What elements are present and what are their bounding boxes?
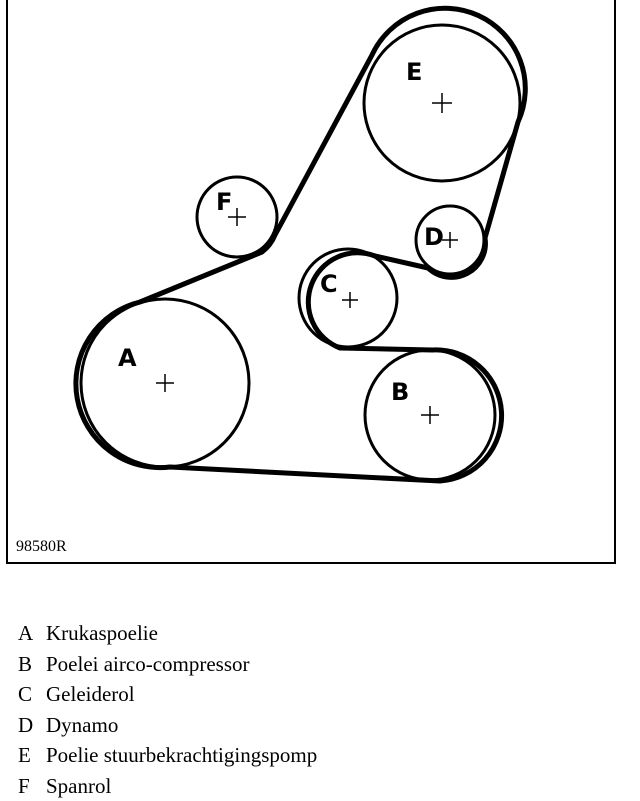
pulley-label-b: B [391, 378, 409, 406]
pulley-label-c: C [320, 270, 338, 298]
legend-text: Poelie stuurbekrachtigingspomp [46, 740, 317, 771]
legend-key: B [18, 649, 46, 680]
center-mark-d [442, 232, 458, 248]
figure-code: 98580R [16, 538, 67, 556]
center-mark-e [432, 93, 452, 113]
belt-routing-diagram: E F D C A B [0, 0, 640, 580]
pulley-label-a: A [118, 344, 137, 372]
center-mark-a [156, 374, 174, 392]
pulley-label-e: E [406, 58, 422, 86]
legend-text: Poelei airco-compressor [46, 649, 250, 680]
legend-key: A [18, 618, 46, 649]
legend-text: Spanrol [46, 771, 111, 801]
legend-text: Geleiderol [46, 679, 135, 710]
center-mark-b [421, 406, 439, 424]
pulley-label-f: F [216, 188, 232, 216]
pulley-c [299, 249, 397, 347]
legend-key: C [18, 679, 46, 710]
legend-key: E [18, 740, 46, 771]
legend-text: Krukaspoelie [46, 618, 158, 649]
pulley-label-d: D [424, 223, 444, 251]
legend-key: F [18, 771, 46, 801]
center-mark-c [342, 292, 358, 308]
legend-text: Dynamo [46, 710, 118, 741]
belt [76, 8, 525, 481]
legend-key: D [18, 710, 46, 741]
